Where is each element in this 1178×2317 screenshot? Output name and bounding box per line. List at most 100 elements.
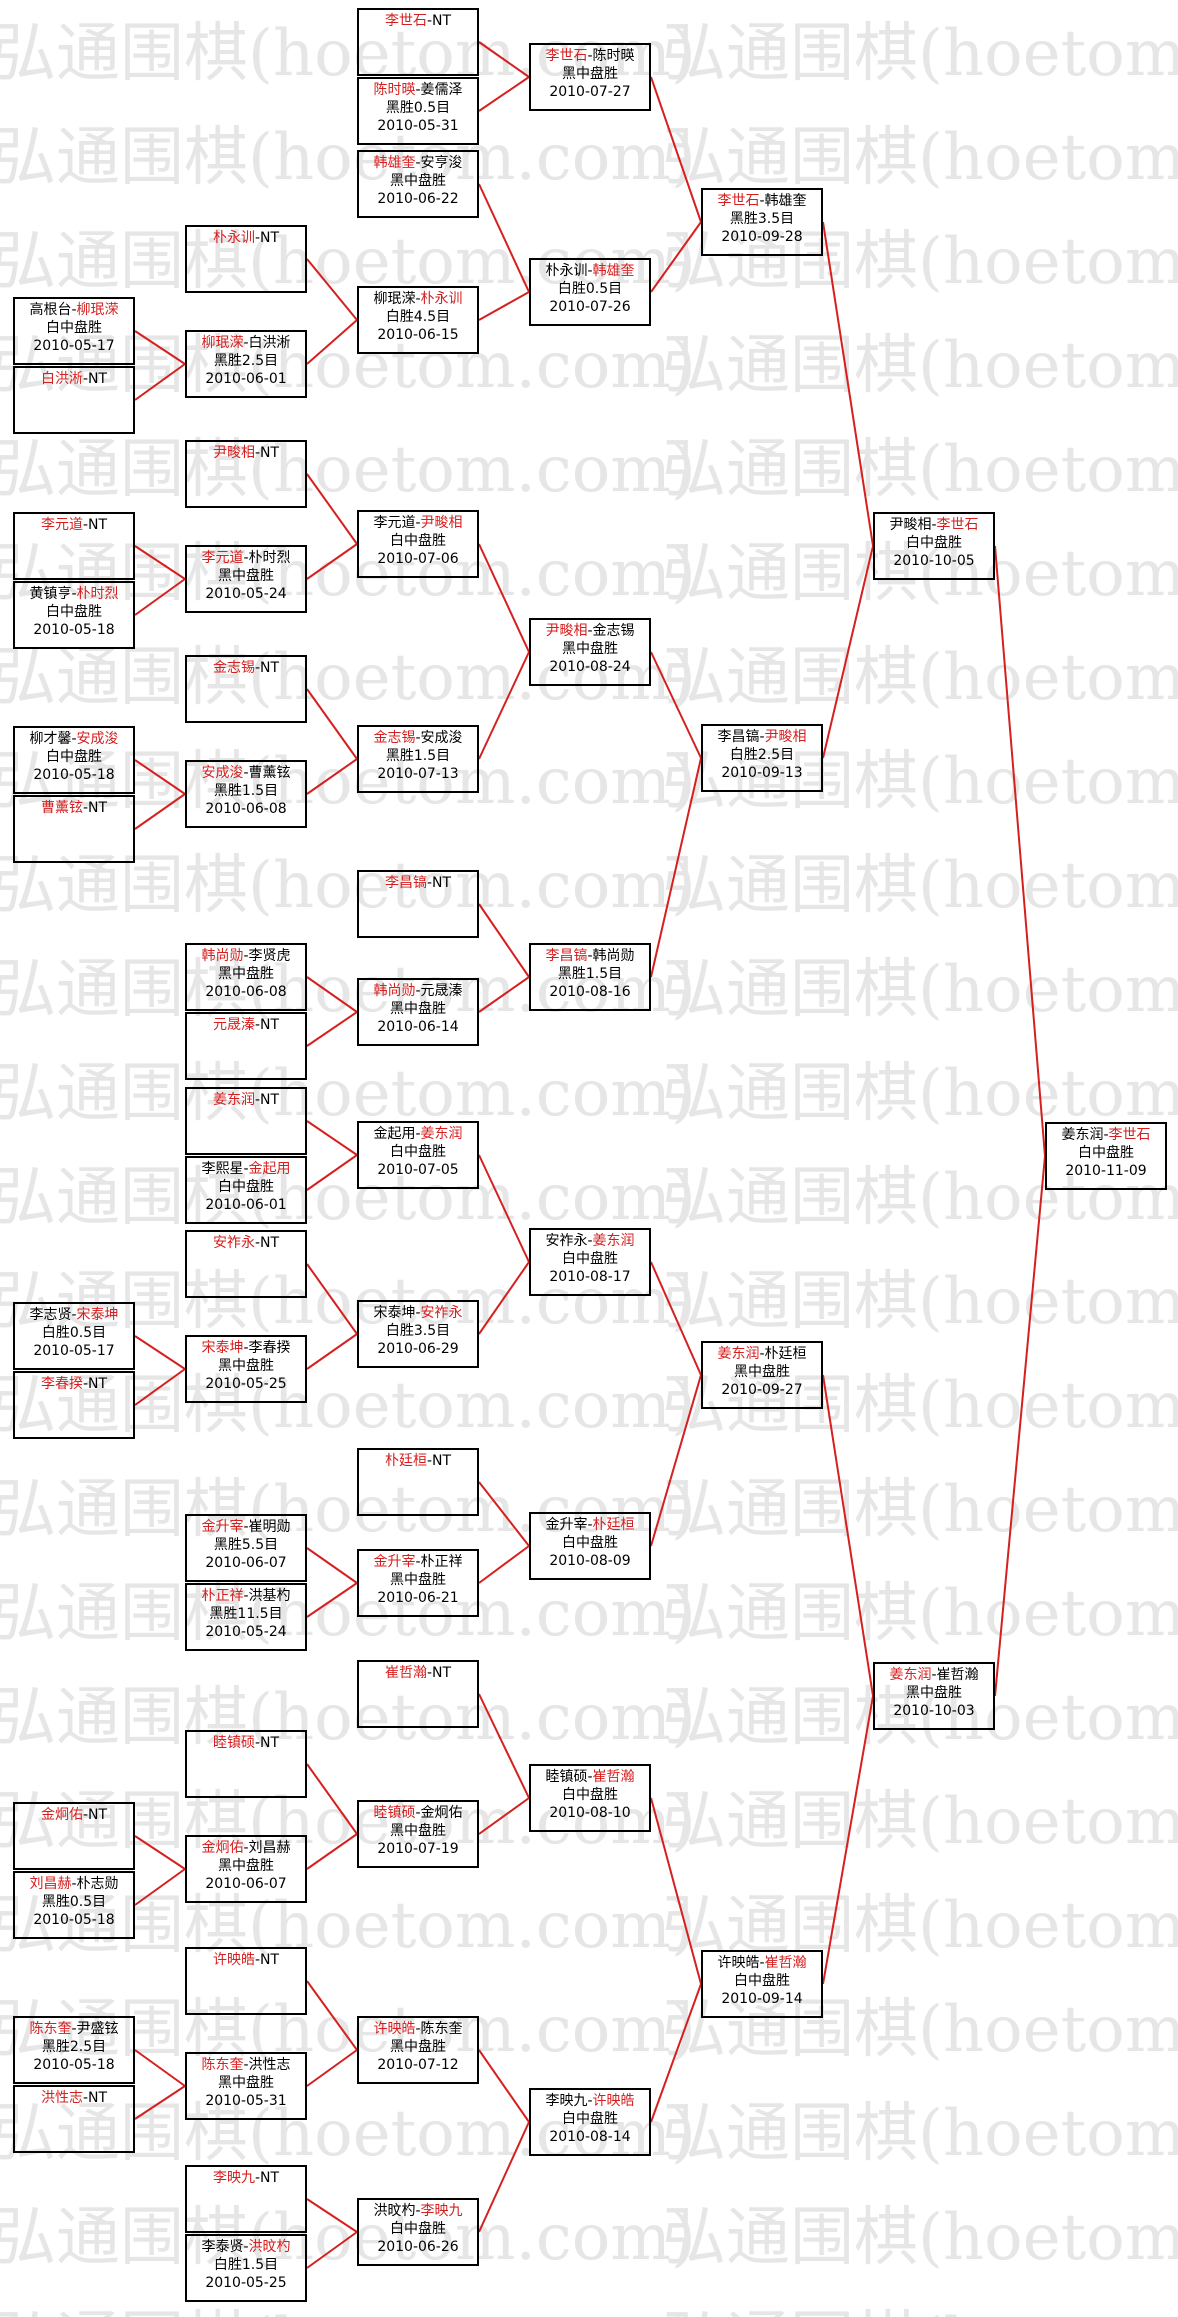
player-left: 金炯佑: [201, 1840, 244, 1856]
bracket-connector: [306, 976, 358, 1013]
match-players: 李昌镐-韩尚勋: [531, 947, 649, 965]
bracket-connector: [134, 1868, 186, 1906]
player-right: 洪旼杓: [248, 2239, 291, 2255]
watermark-text: 弘通围棋(hoetom.com): [662, 329, 1178, 403]
match-date: 2010-06-26: [377, 2239, 459, 2255]
match-date: 2010-10-03: [893, 1703, 975, 1719]
watermark-text: 弘通围棋(hoetom.com): [0, 1681, 696, 1755]
bracket-connector: [306, 1763, 358, 1835]
match-date: 2010-07-13: [377, 766, 459, 782]
player-right: 金起用: [248, 1161, 291, 1177]
match-date: 2010-09-27: [721, 1382, 803, 1398]
match-players: 崔哲瀚-NT: [359, 1664, 477, 1682]
match-result: 黑中盘胜: [218, 568, 274, 584]
player-separator: -: [587, 2093, 593, 2109]
match-result: 黑胜1.5目: [385, 748, 451, 764]
match-players: 睦镇硕-金炯佑: [359, 1804, 477, 1822]
player-left: 姜东润: [212, 1092, 255, 1108]
player-left: 李昌镐: [545, 948, 588, 964]
player-left: 李熙星: [201, 1161, 244, 1177]
match-result: 白中盘胜: [1078, 1145, 1134, 1161]
player-separator: -: [415, 1805, 421, 1821]
player-right: 朴志勋: [76, 1876, 119, 1892]
match-players: 柳珉溁-朴永训: [359, 290, 477, 308]
match-result: 白胜0.5目: [41, 1325, 107, 1341]
player-separator: -: [415, 515, 421, 531]
bracket-connector: [306, 319, 358, 365]
bracket-connector: [650, 1374, 702, 1547]
match-result: 白中盘胜: [46, 749, 102, 765]
match-date: 2010-09-14: [721, 1991, 803, 2007]
match-result: 黑胜0.5目: [41, 1894, 107, 1910]
player-right: NT: [260, 1092, 280, 1108]
player-left: 高根台: [29, 302, 72, 318]
match-players: 李映九-许映皓: [531, 2092, 649, 2110]
bracket-connector: [650, 221, 702, 293]
match-players: 安祚永-NT: [187, 1234, 305, 1252]
player-right: NT: [260, 1235, 280, 1251]
match-players: 许映皓-NT: [187, 1951, 305, 1969]
match-players: 尹畯相-李世石: [875, 516, 993, 534]
match-players: 李元道-NT: [15, 516, 133, 534]
match-players: 宋泰坤-李春揆: [187, 1339, 305, 1357]
bracket-connector: [478, 1261, 530, 1335]
match-result: 黑中盘胜: [734, 1364, 790, 1380]
player-right: 许映皓: [592, 2093, 635, 2109]
player-right: 柳珉溁: [76, 302, 119, 318]
player-right: 韩尚勋: [592, 948, 635, 964]
player-left: 洪性志: [40, 2090, 83, 2106]
watermark-text: 弘通围棋(hoetom.com): [662, 641, 1178, 715]
player-left: 李世石: [717, 193, 760, 209]
player-separator: -: [243, 1161, 249, 1177]
bracket-connector: [306, 1011, 358, 1047]
player-left: 韩雄奎: [373, 155, 416, 171]
match-date: 2010-06-29: [377, 1341, 459, 1357]
watermark-text: 弘通围棋(hoetom.com): [662, 2097, 1178, 2171]
watermark-text: 弘通围棋(hoetom.com): [662, 225, 1178, 299]
match-result: 白胜4.5目: [385, 309, 451, 325]
match-result: 黑胜1.5目: [213, 783, 279, 799]
match-players: 柳珉溁-白洪淅: [187, 334, 305, 352]
match-players: 姜东润-NT: [187, 1091, 305, 1109]
match-date: 2010-05-18: [33, 1912, 115, 1928]
match-players: 金炯佑-NT: [15, 1806, 133, 1824]
player-right: 崔明勋: [248, 1519, 291, 1535]
player-left: 许映皓: [717, 1955, 760, 1971]
player-right: 曹薰铉: [248, 765, 291, 781]
player-right: NT: [260, 1735, 280, 1751]
match-result: 白中盘胜: [390, 1144, 446, 1160]
player-right: 姜东润: [420, 1126, 463, 1142]
match-result: 黑胜2.5目: [213, 353, 279, 369]
player-left: 柳才馨: [29, 731, 72, 747]
player-separator: -: [243, 550, 249, 566]
match-players: 李元道-朴时烈: [187, 549, 305, 567]
match-date: 2010-05-18: [33, 622, 115, 638]
bracket-connector: [306, 1120, 358, 1156]
player-left: 崔哲瀚: [384, 1665, 427, 1681]
player-separator: -: [587, 948, 593, 964]
player-left: 李映九: [212, 2170, 255, 2186]
player-separator: -: [415, 983, 421, 999]
player-right: 李贤虎: [248, 948, 291, 964]
bracket-connector: [306, 2231, 358, 2269]
bracket-connector: [134, 759, 186, 795]
player-separator: -: [243, 335, 249, 351]
watermark-text: 弘通围棋(hoetom.com): [0, 1057, 696, 1131]
match-date: 2010-06-15: [377, 327, 459, 343]
match-players: 安祚永-姜东润: [531, 1232, 649, 1250]
player-separator: -: [243, 1519, 249, 1535]
player-separator: -: [254, 1017, 261, 1033]
match-players: 金炯佑-刘昌赫: [187, 1839, 305, 1857]
player-separator: -: [71, 586, 77, 602]
player-right: NT: [260, 1952, 280, 1968]
match-players: 洪旼杓-李映九: [359, 2202, 477, 2220]
player-left: 宋泰坤: [201, 1340, 244, 1356]
match-date: 2010-05-17: [33, 338, 115, 354]
watermark-text: 弘通围棋(hoetom.com): [0, 745, 696, 819]
match-box: 元晟溱-NT: [185, 1012, 307, 1080]
match-date: 2010-05-18: [33, 767, 115, 783]
